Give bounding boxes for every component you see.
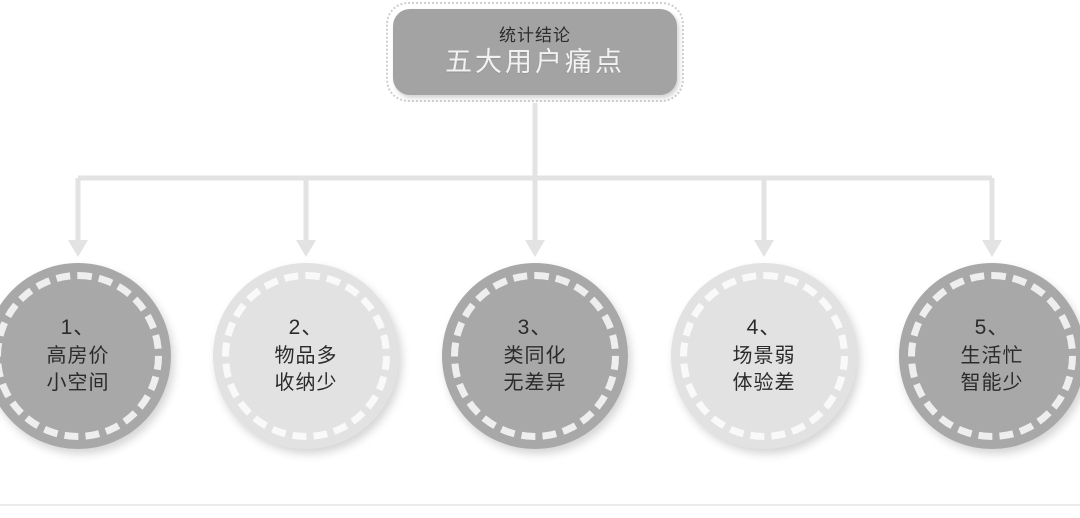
node-number: 4、 — [746, 316, 782, 340]
node-line-1: 物品多 — [274, 344, 338, 367]
title-main: 五大用户痛点 — [445, 46, 625, 77]
node-number: 2、 — [288, 316, 324, 340]
node-line-2: 收纳少 — [274, 372, 338, 395]
node-dashed-ring — [451, 272, 619, 440]
node-label-group: 5、 生活忙 智能少 — [899, 263, 1080, 449]
title-box: 统计结论 五大用户痛点 — [386, 2, 684, 102]
node-line-1: 高房价 — [46, 344, 110, 367]
node-number: 3、 — [517, 316, 553, 340]
node-dashed-ring — [680, 272, 848, 440]
node-line-1: 生活忙 — [960, 344, 1024, 367]
footer-divider — [0, 504, 1080, 506]
node-label-group: 3、 类同化 无差异 — [442, 263, 628, 449]
node-circle-5[interactable]: 5、 生活忙 智能少 — [899, 263, 1080, 449]
node-circle-4[interactable]: 4、 场景弱 体验差 — [671, 263, 857, 449]
node-label-group: 4、 场景弱 体验差 — [671, 263, 857, 449]
node-line-2: 无差异 — [503, 372, 567, 395]
node-row: 1、 高房价 小空间 2、 物品多 收纳少 3、 类同化 无差异 — [0, 263, 1080, 453]
node-line-2: 智能少 — [960, 372, 1024, 395]
node-line-2: 体验差 — [732, 372, 796, 395]
node-dashed-ring — [0, 272, 162, 440]
title-box-inner: 统计结论 五大用户痛点 — [393, 9, 677, 95]
node-line-2: 小空间 — [46, 372, 110, 395]
arrow-heads — [68, 240, 1002, 257]
node-dashed-ring — [222, 272, 390, 440]
node-circle-3[interactable]: 3、 类同化 无差异 — [442, 263, 628, 449]
node-number: 1、 — [60, 316, 96, 340]
node-circle-2[interactable]: 2、 物品多 收纳少 — [213, 263, 399, 449]
node-line-1: 场景弱 — [732, 344, 796, 367]
node-number: 5、 — [974, 316, 1010, 340]
title-subtitle: 统计结论 — [499, 26, 571, 46]
node-line-1: 类同化 — [503, 344, 567, 367]
node-circle-1[interactable]: 1、 高房价 小空间 — [0, 263, 171, 449]
node-dashed-ring — [908, 272, 1076, 440]
node-label-group: 2、 物品多 收纳少 — [213, 263, 399, 449]
node-label-group: 1、 高房价 小空间 — [0, 263, 171, 449]
